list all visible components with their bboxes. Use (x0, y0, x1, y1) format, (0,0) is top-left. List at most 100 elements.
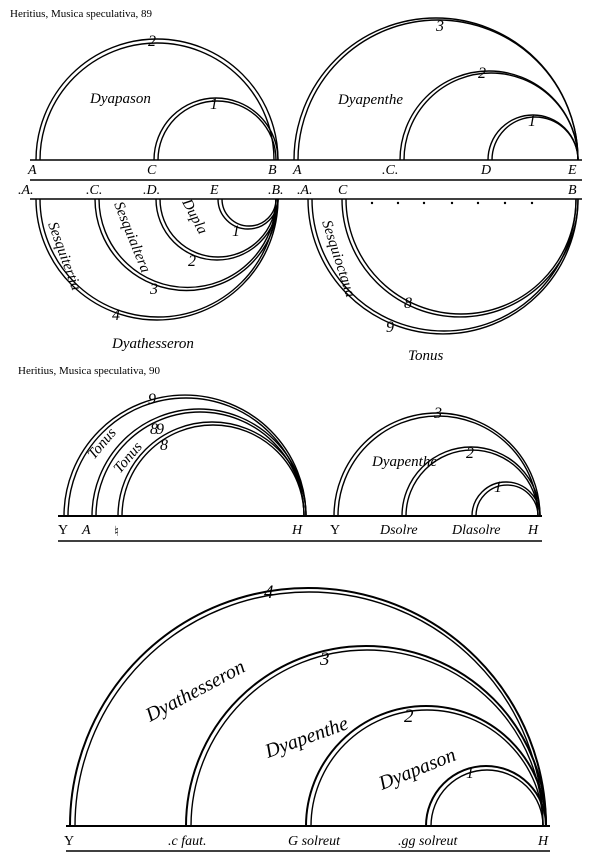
label-sesquialtera: Sesquialtera (110, 200, 153, 276)
number-9: 9 (148, 391, 156, 408)
number-1: 1 (210, 96, 218, 113)
arc-1-outer (471, 481, 541, 517)
point-natural: ♮ (114, 525, 119, 540)
number-1: 1 (528, 113, 536, 130)
arc-2-outer (401, 446, 541, 517)
point-g-solreut: G solreut (288, 834, 341, 849)
point-c: C (147, 163, 157, 178)
fig1-top-left: 2 1 Dyapason (35, 33, 279, 161)
number-2: 2 (188, 253, 196, 270)
arc-3-inner (190, 649, 544, 827)
arc-3-outer (185, 645, 547, 827)
point-c: .C. (86, 183, 102, 198)
label-dyapenthe: Dyapenthe (261, 712, 351, 763)
arc-1-outer (153, 97, 279, 161)
point-a: .A. (297, 183, 313, 198)
point-d: D (480, 163, 491, 178)
number-2: 2 (404, 706, 414, 727)
number-4: 4 (264, 582, 274, 603)
arc-1-inner (221, 198, 277, 227)
point-y: Y (330, 523, 340, 538)
arc-2-outer (399, 70, 579, 161)
point-y: Y (64, 834, 74, 849)
point-e: E (209, 183, 219, 198)
point-c: .C. (382, 163, 398, 178)
label-dyapenthe: Dyapenthe (371, 454, 437, 470)
number-8: 8 (404, 295, 412, 312)
label-dyathesseron: Dyathesseron (141, 656, 249, 727)
point-a: A (27, 163, 37, 178)
point-b: B (568, 183, 577, 198)
arc-2-outer (35, 38, 279, 161)
arc-inner-b (121, 424, 305, 517)
label-dyapason: Dyapason (89, 91, 151, 107)
arc-outer-b (67, 397, 305, 517)
label-tonus: Tonus (408, 348, 443, 364)
arc-1-inner (475, 484, 539, 517)
point-e: E (567, 163, 577, 178)
number-1: 1 (494, 479, 502, 496)
arc-2-outer (305, 705, 547, 827)
arc-inner-a (117, 421, 307, 517)
caption-middle: Heritius, Musica speculativa, 90 (18, 365, 161, 377)
figure-1: 2 1 Dyapason 3 2 1 Dyapenthe A C B A .C.… (18, 17, 582, 364)
label-dyathesseron: Dyathesseron (111, 336, 194, 352)
arc-3-inner (297, 19, 579, 161)
point-d: .D. (143, 183, 160, 198)
number-3: 3 (435, 18, 444, 35)
label-tonus: Tonus (111, 439, 146, 476)
arc-3-outer (94, 198, 279, 292)
arc-9-outer (307, 198, 579, 335)
point-h: H (291, 523, 303, 538)
arc-4-inner (39, 198, 277, 318)
point-c-faut: .c faut. (168, 834, 207, 849)
arc-9-inner (311, 198, 577, 332)
number-3: 3 (319, 649, 330, 670)
arc-2-inner (405, 449, 539, 517)
point-b: B (268, 163, 277, 178)
number-3: 3 (149, 281, 158, 298)
dot-marks (370, 201, 534, 205)
arc-2-inner (159, 198, 277, 258)
point-h: H (527, 523, 539, 538)
point-c: C (338, 183, 348, 198)
number-9: 9 (386, 319, 394, 336)
point-b: .B. (268, 183, 284, 198)
number-2: 2 (148, 33, 156, 50)
arc-2-inner (39, 42, 275, 161)
label-dyapenthe: Dyapenthe (337, 92, 403, 108)
fig2-right: 3 2 1 Dyapenthe (333, 405, 541, 517)
figure-3: 4 3 2 1 Dyathesseron Dyapenthe Dyapason … (64, 582, 550, 852)
number-3: 3 (433, 405, 442, 422)
number-9: 9 (156, 421, 164, 438)
arc-2-outer (155, 198, 279, 261)
arc-3-outer (333, 412, 541, 517)
number-4: 4 (112, 307, 120, 324)
fig2-left: 9 8 9 8 Tonus Tonus (63, 391, 307, 517)
fig1-top-right: 3 2 1 Dyapenthe (293, 17, 579, 161)
point-dlasolre: Dlasolre (451, 523, 500, 538)
arc-1-inner (491, 116, 579, 161)
arc-4-inner (74, 591, 544, 827)
number-1: 1 (466, 765, 474, 782)
label-dupla: Dupla (178, 195, 210, 237)
point-a: .A. (18, 183, 34, 198)
arc-1-outer (425, 765, 547, 827)
arc-3-inner (98, 198, 277, 289)
arc-1-inner (157, 100, 277, 161)
caption-top: Heritius, Musica speculativa, 89 (10, 8, 153, 20)
arc-mid-a (91, 408, 307, 517)
label-sesquioctaua: Sesquioctaua (318, 218, 358, 299)
arc-8-outer (341, 198, 579, 318)
point-gg-solreut: .gg solreut (398, 834, 458, 849)
point-a: A (292, 163, 302, 178)
arc-4-outer (69, 587, 547, 827)
number-2: 2 (478, 65, 486, 82)
point-h: H (537, 834, 549, 849)
number-8: 8 (160, 437, 168, 454)
point-a: A (81, 523, 91, 538)
fig1-bottom-right: 9 8 Sesquioctaua Tonus (307, 198, 579, 364)
arc-8-inner (345, 198, 577, 315)
arc-4-outer (35, 198, 279, 321)
